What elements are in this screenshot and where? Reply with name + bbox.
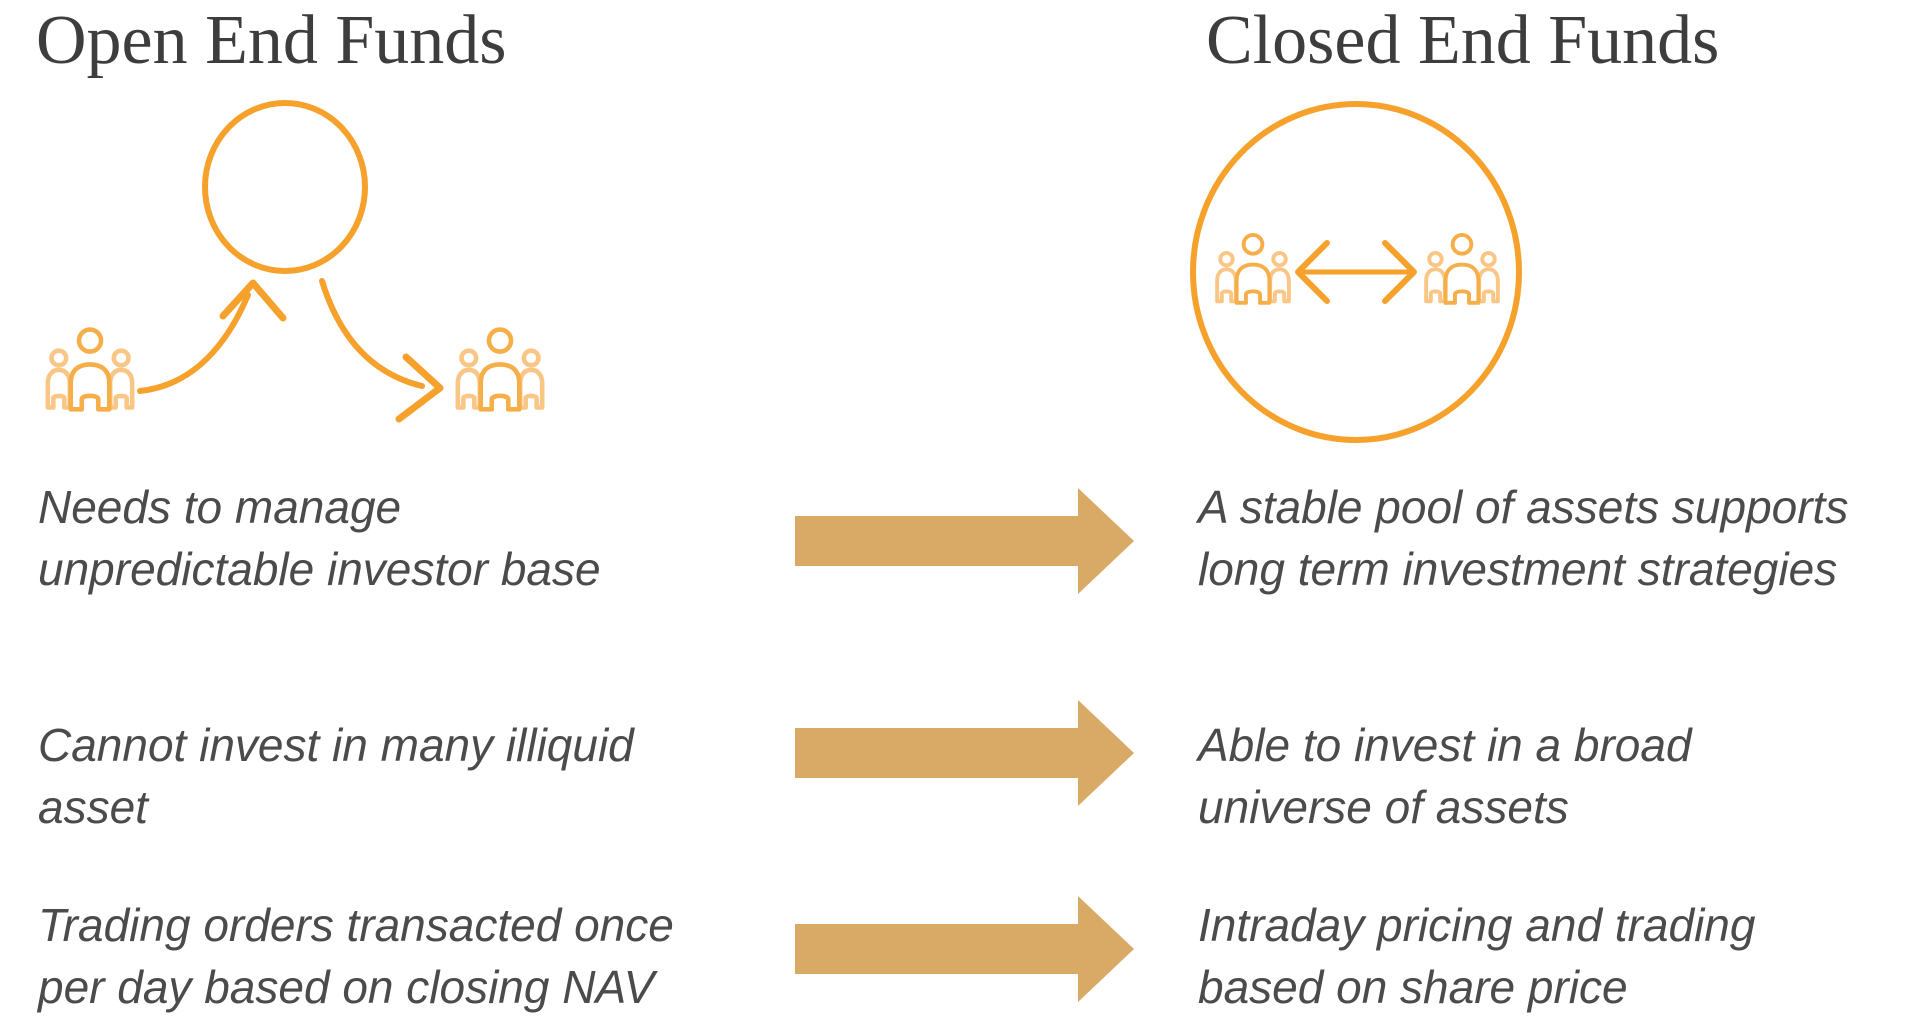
fund-pool-circle (202, 100, 368, 274)
text-line: per day based on closing NAV (38, 961, 655, 1013)
text-line: universe of assets (1198, 781, 1569, 833)
investors-out-arrow (319, 278, 444, 423)
text-line: asset (38, 781, 148, 833)
open-end-fund-flow-icon (30, 100, 550, 423)
bidirectional-arrow-icon (1295, 240, 1417, 304)
text-line: based on share price (1198, 961, 1628, 1013)
closed-end-point-2: Able to invest in a broad universe of as… (1198, 714, 1692, 838)
text-line: Intraday pricing and trading (1198, 899, 1756, 951)
closed-end-funds-title: Closed End Funds (1206, 2, 1720, 79)
comparison-arrow-1 (795, 488, 1134, 594)
investor-group-icon (1424, 233, 1500, 305)
investor-group-icon (1215, 233, 1291, 305)
text-line: Needs to manage (38, 481, 402, 533)
text-line: Trading orders transacted once (38, 899, 674, 951)
open-end-point-2: Cannot invest in many illiquid asset (38, 714, 634, 838)
text-line: Able to invest in a broad (1198, 719, 1692, 771)
closed-end-point-1: A stable pool of assets supports long te… (1198, 476, 1848, 600)
investor-group-icon (48, 330, 132, 410)
comparison-arrow-3 (795, 896, 1134, 1002)
investors-in-arrow (137, 279, 287, 394)
text-line: unpredictable investor base (38, 543, 601, 595)
text-line: Cannot invest in many illiquid (38, 719, 634, 771)
open-end-point-1: Needs to manage unpredictable investor b… (38, 476, 601, 600)
fund-pool-circle (1190, 101, 1522, 443)
comparison-arrow-2 (795, 700, 1134, 806)
text-line: long term investment strategies (1198, 543, 1838, 595)
open-end-funds-title: Open End Funds (36, 2, 507, 79)
closed-end-fund-exchange-icon (1190, 101, 1522, 443)
text-line: A stable pool of assets supports (1198, 481, 1849, 533)
closed-end-point-3: Intraday pricing and trading based on sh… (1198, 894, 1755, 1016)
investor-group-icon (458, 330, 542, 410)
open-end-point-3: Trading orders transacted once per day b… (38, 894, 674, 1016)
